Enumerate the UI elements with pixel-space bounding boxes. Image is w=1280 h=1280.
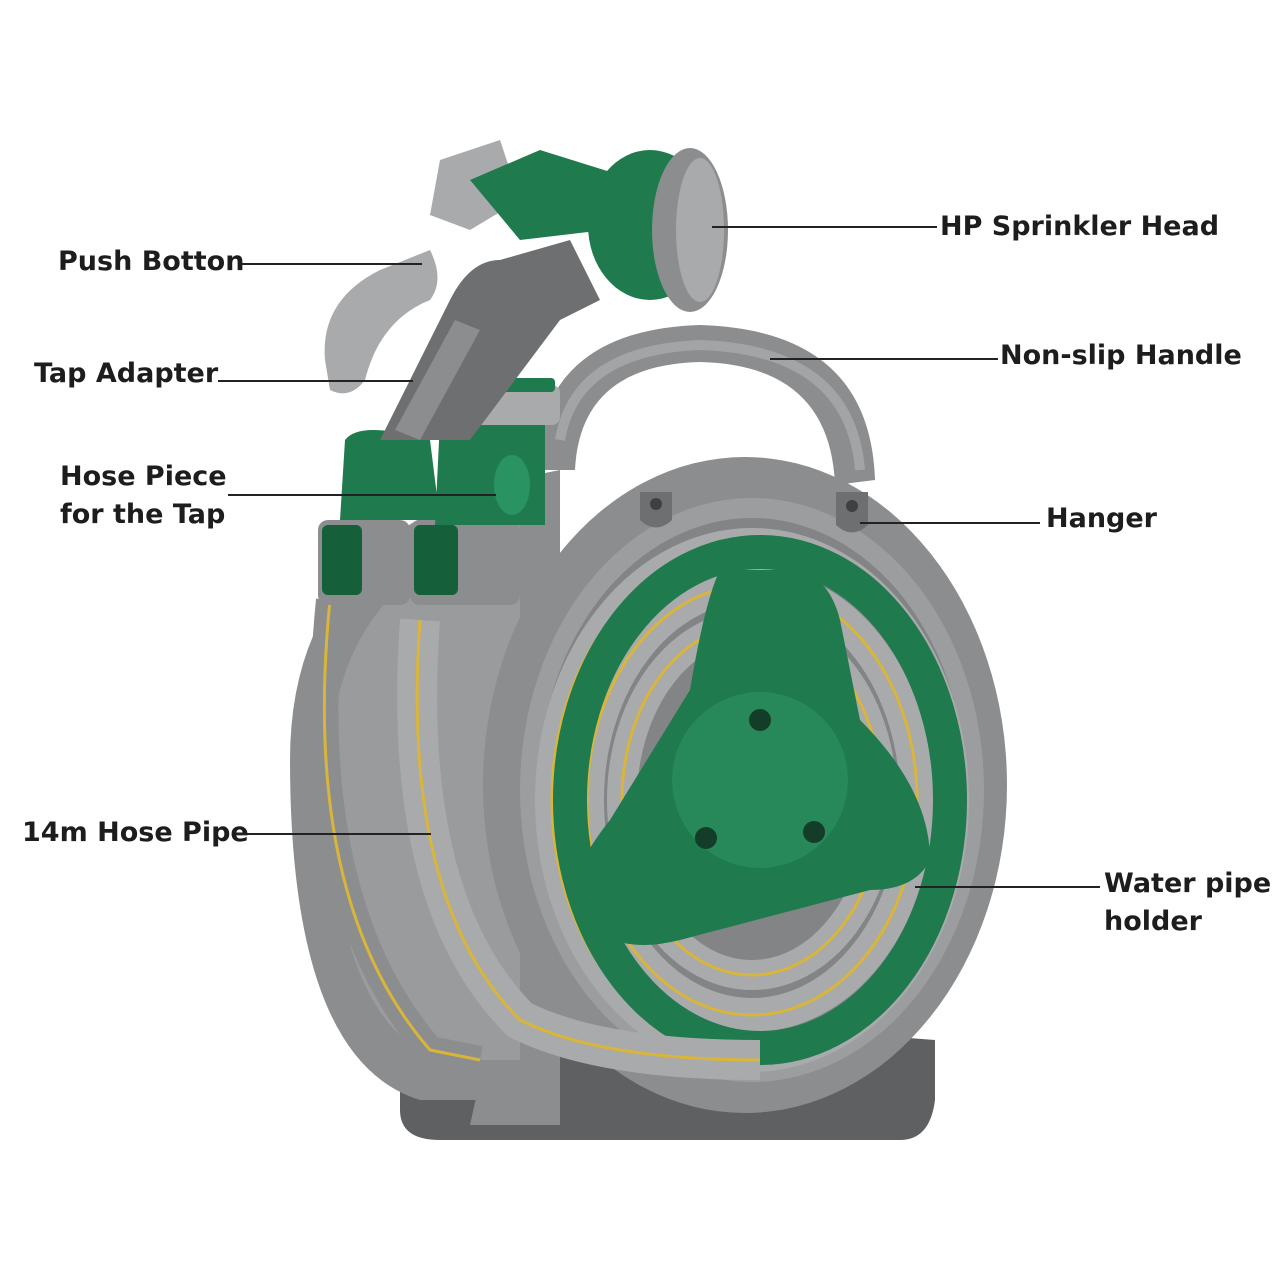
leader-sprinkler-head — [712, 226, 937, 228]
label-pipe-holder: Water pipe holder — [1104, 868, 1272, 937]
water-pipe-holder — [574, 570, 930, 945]
hose-connectors — [318, 378, 560, 605]
leader-push-button — [242, 263, 422, 265]
leader-handle — [770, 358, 998, 360]
spray-gun — [324, 140, 728, 440]
label-hose-pipe: 14m Hose Pipe — [22, 817, 249, 848]
leader-hanger — [860, 522, 1040, 524]
leader-pipe-holder — [915, 886, 1100, 888]
label-handle: Non-slip Handle — [1000, 340, 1242, 371]
label-tap-adapter: Tap Adapter — [34, 358, 219, 389]
label-push-button: Push Botton — [58, 246, 245, 277]
label-sprinkler-head: HP Sprinkler Head — [940, 211, 1220, 242]
label-hose-piece: Hose Piece for the Tap — [60, 461, 227, 530]
label-hanger: Hanger — [1046, 503, 1157, 534]
outer-hose — [310, 598, 761, 1080]
leader-hose-piece — [228, 494, 496, 496]
leader-hose-pipe — [236, 833, 431, 835]
non-slip-handle — [535, 325, 875, 485]
leader-tap-adapter — [218, 380, 413, 382]
